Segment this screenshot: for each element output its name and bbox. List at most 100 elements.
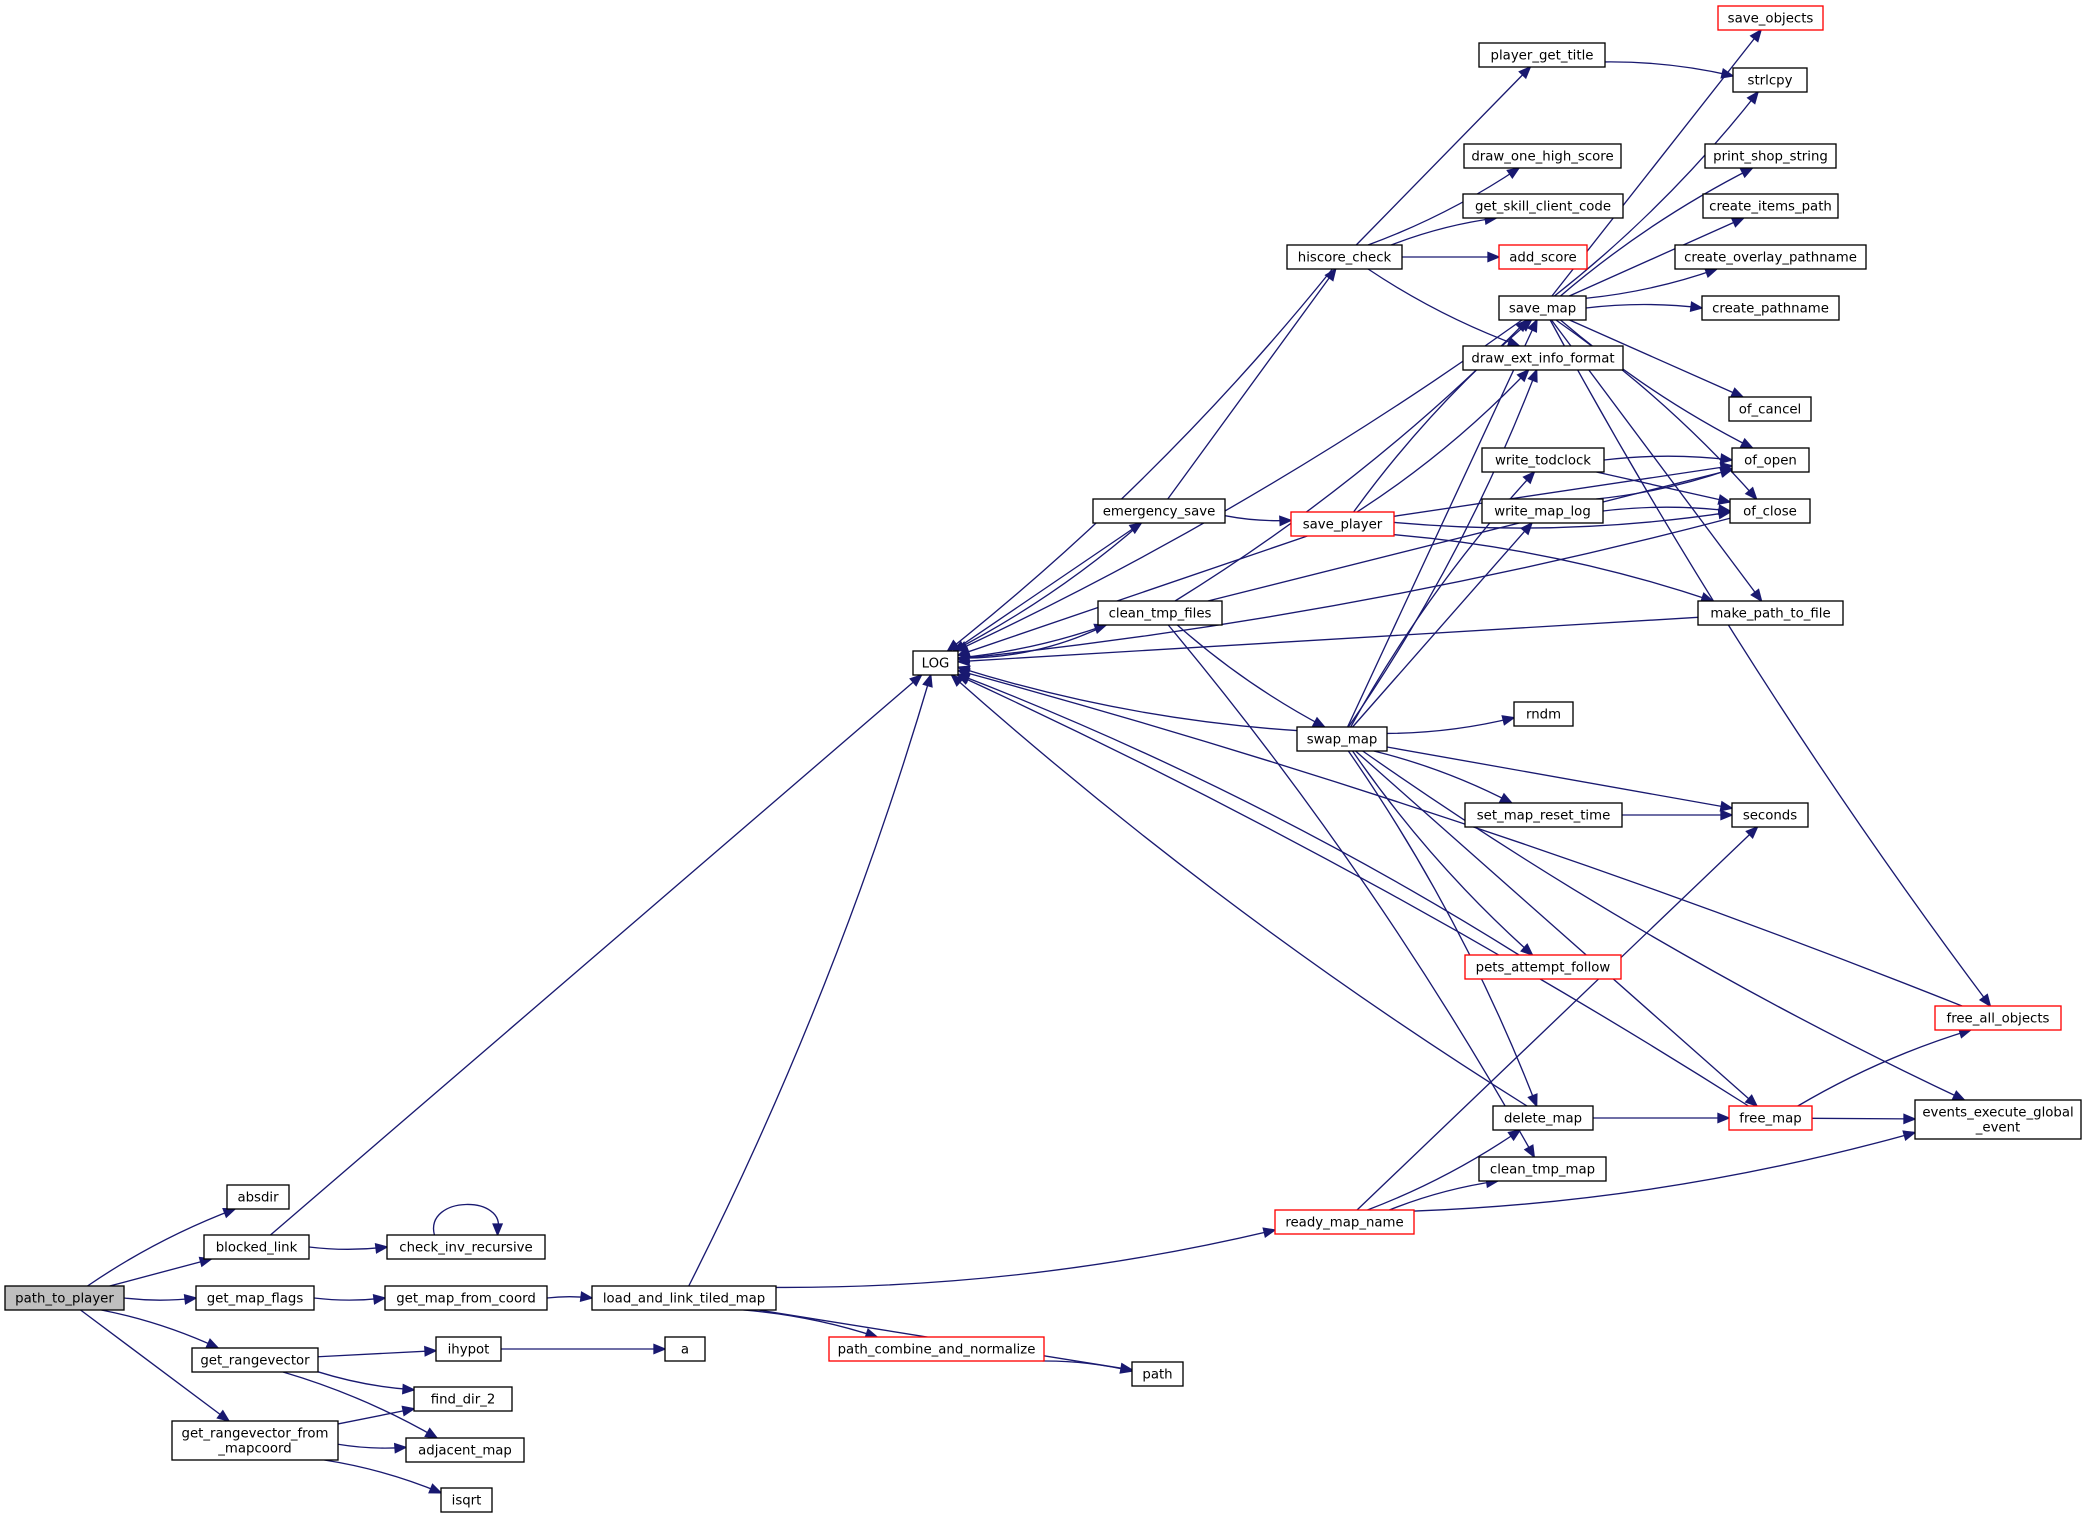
node-label: get_rangevector — [200, 1354, 310, 1369]
edge-hiscore_check-to-draw_one_high_score — [1367, 167, 1521, 246]
node-absdir[interactable]: absdir — [226, 1184, 290, 1210]
node-make-path-to-file[interactable]: make_path_to_file — [1697, 600, 1844, 626]
edge-clean_tmp_files-to-clean_tmp_map — [1167, 624, 1536, 1159]
node-isqrt[interactable]: isqrt — [440, 1487, 493, 1513]
node-label: path_combine_and_normalize — [838, 1343, 1036, 1358]
node-ihypot[interactable]: ihypot — [435, 1336, 502, 1362]
node-save-player[interactable]: save_player — [1290, 511, 1395, 537]
node-label: path_to_player — [15, 1292, 114, 1307]
node-label: seconds — [1743, 809, 1797, 824]
edge-swap_map-to-seconds — [1386, 746, 1734, 812]
node-load-and-link-tiled-map[interactable]: load_and_link_tiled_map — [591, 1285, 777, 1311]
node-rndm[interactable]: rndm — [1513, 701, 1574, 727]
node-clean-tmp-files[interactable]: clean_tmp_files — [1097, 600, 1223, 626]
node-get-map-flags[interactable]: get_map_flags — [195, 1285, 315, 1311]
node-label: emergency_save — [1103, 505, 1216, 520]
node-seconds[interactable]: seconds — [1731, 802, 1809, 828]
node-label: add_score — [1509, 251, 1576, 266]
node-free-map[interactable]: free_map — [1728, 1105, 1813, 1131]
edge-swap_map-to-pets_attempt_follow — [1352, 750, 1534, 957]
edge-swap_map-to-rndm — [1386, 715, 1516, 735]
edge-clean_tmp_files-to-of_open — [1207, 467, 1734, 602]
node-a[interactable]: a — [664, 1336, 706, 1362]
node-create-pathname[interactable]: create_pathname — [1701, 295, 1840, 321]
node-label: get_rangevector_from — [182, 1427, 329, 1442]
edge-blocked_link-to-LOG — [270, 673, 923, 1236]
node-adjacent-map[interactable]: adjacent_map — [405, 1437, 525, 1463]
node-of-close[interactable]: of_close — [1729, 498, 1811, 524]
edge-hiscore_check-to-draw_ext_info_format — [1367, 268, 1522, 348]
edge-save_map-to-of_close — [1555, 319, 1758, 501]
node-write-map-log[interactable]: write_map_log — [1481, 498, 1604, 524]
edge-of_close-to-LOG — [956, 517, 1731, 664]
node-path[interactable]: path — [1131, 1361, 1184, 1387]
edge-swap_map-to-draw_ext_info_format — [1347, 368, 1538, 728]
node-create-overlay-pathname[interactable]: create_overlay_pathname — [1674, 244, 1867, 270]
node-player-get-title[interactable]: player_get_title — [1478, 42, 1606, 68]
edge-blocked_link-to-check_inv_recursive — [308, 1242, 389, 1254]
edge-get_rangevector-to-adjacent_map — [282, 1371, 439, 1439]
edge-save_map-to-create_overlay_pathname — [1585, 267, 1719, 299]
node-find-dir-2[interactable]: find_dir_2 — [413, 1386, 513, 1412]
node-label: _mapcoord — [217, 1442, 291, 1457]
node-label: free_all_objects — [1947, 1012, 2050, 1027]
edge-get_rangevector_from_mapcoord-to-adjacent_map — [337, 1442, 408, 1454]
edge-get_rangevector_from_mapcoord-to-isqrt — [324, 1459, 443, 1494]
edge-load_and_link_tiled_map-to-path_combine_and_normalize — [743, 1309, 879, 1339]
node-save-objects[interactable]: save_objects — [1717, 5, 1824, 31]
node-blocked-link[interactable]: blocked_link — [203, 1234, 310, 1260]
edge-save_map-to-print_shop_string — [1560, 167, 1755, 297]
node-delete-map[interactable]: delete_map — [1492, 1105, 1594, 1131]
edge-hiscore_check-to-player_get_title — [1355, 65, 1532, 246]
edge-free_map-to-free_all_objects — [1797, 1028, 1973, 1107]
node-swap-map[interactable]: swap_map — [1296, 726, 1388, 752]
node-create-items-path[interactable]: create_items_path — [1702, 193, 1839, 219]
node-add-score[interactable]: add_score — [1498, 244, 1588, 270]
node-label: events_execute_global — [1922, 1106, 2073, 1121]
edge-path_to_player-to-get_map_flags — [123, 1293, 198, 1305]
node-check-inv-recursive[interactable]: check_inv_recursive — [386, 1234, 546, 1260]
node-of-cancel[interactable]: of_cancel — [1728, 396, 1812, 422]
node-LOG[interactable]: LOG — [912, 650, 959, 676]
node-set-map-reset-time[interactable]: set_map_reset_time — [1464, 802, 1623, 828]
node-label: of_open — [1744, 454, 1797, 469]
node-hiscore-check[interactable]: hiscore_check — [1286, 244, 1403, 270]
node-label: ready_map_name — [1285, 1216, 1403, 1231]
node-draw-one-high-score[interactable]: draw_one_high_score — [1463, 143, 1622, 169]
node-path-to-player[interactable]: path_to_player — [4, 1285, 125, 1311]
node-label: clean_tmp_map — [1490, 1163, 1595, 1178]
node-label: print_shop_string — [1713, 150, 1828, 165]
edge-save_map-to-strlcpy — [1554, 90, 1760, 297]
node-strlcpy[interactable]: strlcpy — [1732, 67, 1808, 93]
node-path-combine-and-normalize[interactable]: path_combine_and_normalize — [828, 1336, 1045, 1362]
node-label: write_map_log — [1494, 505, 1591, 520]
node-events-execute-global-event[interactable]: events_execute_global_event — [1914, 1099, 2082, 1140]
edge-layer — [80, 28, 1992, 1494]
node-write-todclock[interactable]: write_todclock — [1481, 447, 1605, 473]
edge-hiscore_check-to-LOG — [946, 268, 1333, 653]
node-get-rangevector-from-mapcoord[interactable]: get_rangevector_from_mapcoord — [171, 1420, 339, 1461]
node-clean-tmp-map[interactable]: clean_tmp_map — [1478, 1156, 1607, 1182]
node-ready-map-name[interactable]: ready_map_name — [1274, 1209, 1415, 1235]
node-get-rangevector[interactable]: get_rangevector — [191, 1347, 319, 1373]
node-save-map[interactable]: save_map — [1498, 295, 1587, 321]
node-get-skill-client-code[interactable]: get_skill_client_code — [1462, 193, 1624, 219]
edge-get_map_flags-to-get_map_from_coord — [313, 1293, 387, 1305]
edge-write_todclock-to-of_open — [1603, 453, 1734, 465]
node-label: write_todclock — [1495, 454, 1591, 469]
edge-swap_map-to-set_map_reset_time — [1373, 750, 1514, 804]
node-label: save_player — [1303, 518, 1383, 533]
node-of-open[interactable]: of_open — [1731, 447, 1810, 473]
node-pets-attempt-follow[interactable]: pets_attempt_follow — [1464, 954, 1622, 980]
node-print-shop-string[interactable]: print_shop_string — [1704, 143, 1837, 169]
node-label: of_close — [1743, 505, 1797, 520]
node-draw-ext-info-format[interactable]: draw_ext_info_format — [1462, 345, 1624, 371]
edge-save_map-to-free_all_objects — [1549, 319, 1992, 1008]
node-label: player_get_title — [1491, 49, 1594, 64]
node-label: get_map_from_coord — [396, 1292, 536, 1307]
edge-load_and_link_tiled_map-to-LOG — [688, 673, 933, 1287]
node-emergency-save[interactable]: emergency_save — [1092, 498, 1226, 524]
node-get-map-from-coord[interactable]: get_map_from_coord — [384, 1285, 548, 1311]
node-free-all-objects[interactable]: free_all_objects — [1934, 1005, 2062, 1031]
edge-path_to_player-to-get_rangevector — [101, 1309, 220, 1349]
